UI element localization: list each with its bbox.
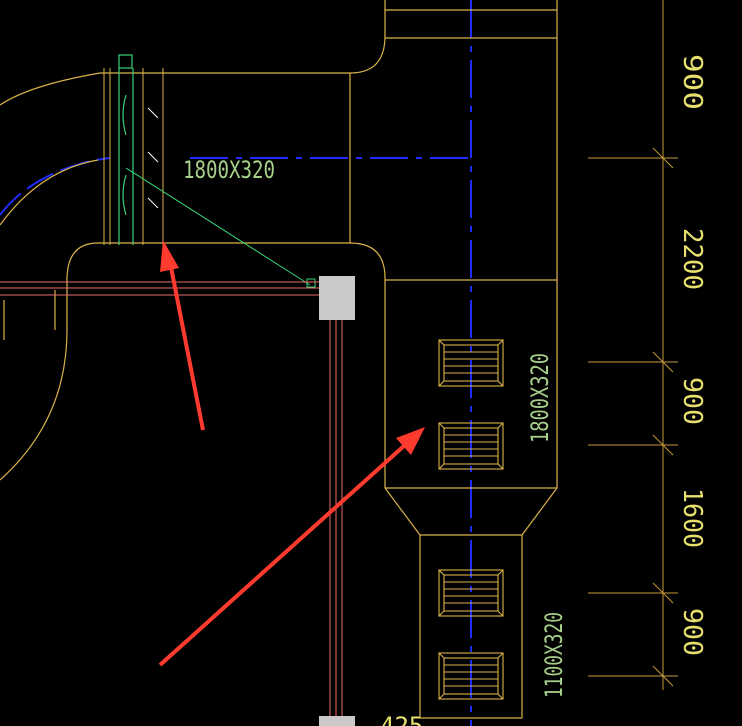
dimension-label-seg-3: 1600 — [677, 488, 707, 548]
leader-line — [125, 167, 316, 288]
supply-grilles — [438, 339, 504, 700]
bottom-fragment-label: 425 — [380, 712, 423, 726]
duct-size-label-vertical-upper: 1800X320 — [526, 353, 554, 443]
dimension-chain — [588, 0, 678, 690]
dimension-label-seg-2: 900 — [677, 377, 707, 425]
supply-grille-icon — [438, 422, 504, 470]
supply-grille-icon — [438, 339, 504, 387]
duct-size-label-vertical-lower: 1100X320 — [540, 612, 568, 698]
dimension-label-top: 900 — [677, 54, 707, 110]
duct-size-label-horizontal: 1800X320 — [183, 156, 275, 184]
valve-block-lower — [319, 716, 355, 726]
supply-grille-icon — [438, 652, 504, 700]
fire-damper-icon — [103, 54, 164, 245]
duct-outlines — [0, 0, 558, 719]
valve-block-upper — [319, 276, 355, 320]
duct-centerlines — [0, 0, 472, 726]
supply-grille-icon — [438, 569, 504, 617]
dimension-label-seg-1: 2200 — [677, 228, 707, 290]
pipe-lines — [0, 281, 343, 726]
red-arrow-icon — [158, 240, 425, 667]
dimension-label-seg-4: 900 — [677, 608, 707, 656]
